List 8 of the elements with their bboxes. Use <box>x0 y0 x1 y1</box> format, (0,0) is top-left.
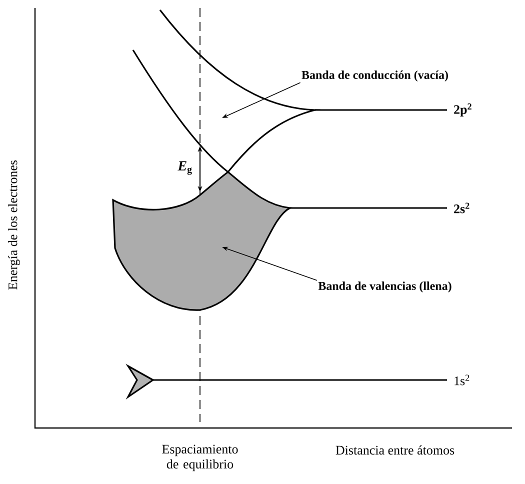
axis-label: Espaciamiento de equilibrio <box>162 444 238 472</box>
band-label: Banda de valencias (llena) <box>318 282 452 292</box>
axis-label: Distancia entre átomos <box>336 445 454 455</box>
level-label: 2s$^{2}$ <box>454 202 470 214</box>
level-label: 2p$^{2}$ <box>454 103 472 117</box>
level-label: 1s$^{2}$ <box>454 374 470 386</box>
band-label: Banda de conducción (vacía) <box>302 70 448 82</box>
axis-label: Energía de los electrones <box>8 160 20 290</box>
